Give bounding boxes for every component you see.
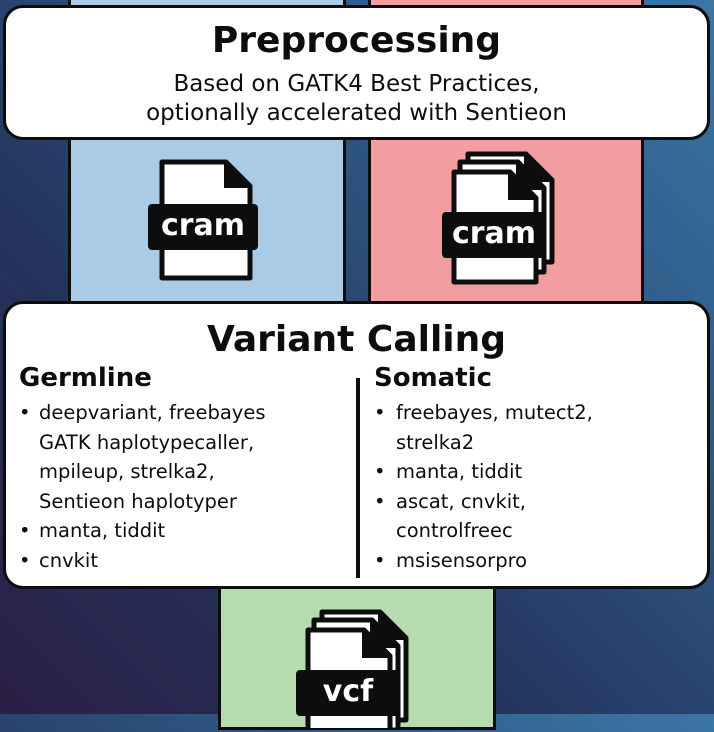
somatic-section: Somatic freebayes, mutect2, strelka2 man… [374, 362, 694, 575]
preprocessing-description: Based on GATK4 Best Practices, optionall… [6, 70, 707, 128]
cram-stack-label: cram [451, 216, 537, 251]
preprocessing-line-2: optionally accelerated with Sentieon [146, 100, 567, 126]
variant-calling-box: Variant Calling Germline deepvariant, fr… [3, 301, 710, 589]
list-item: manta, tiddit [374, 457, 694, 487]
list-item: msisensorpro [374, 546, 694, 576]
germline-heading: Germline [19, 363, 152, 393]
preprocessing-title: Preprocessing [211, 20, 502, 61]
section-divider [356, 378, 360, 578]
stacked-files-icon: cram [440, 150, 566, 290]
vcf-label: vcf [322, 674, 374, 709]
somatic-list: freebayes, mutect2, strelka2 manta, tidd… [374, 398, 694, 575]
list-item: deepvariant, freebayes GATK haplotypecal… [19, 398, 339, 516]
cram-label: cram [160, 208, 246, 243]
list-item: ascat, cnvkit, controlfreec [374, 487, 694, 546]
list-item: cnvkit [19, 546, 339, 576]
list-item: manta, tiddit [19, 516, 339, 546]
preprocessing-box: Preprocessing Based on GATK4 Best Practi… [3, 5, 710, 140]
file-icon: cram [140, 158, 264, 284]
germline-section: Germline deepvariant, freebayes GATK hap… [19, 362, 339, 575]
preprocessing-line-1: Based on GATK4 Best Practices, [173, 71, 540, 97]
germline-list: deepvariant, freebayes GATK haplotypecal… [19, 398, 339, 575]
stacked-files-icon: vcf [294, 608, 420, 732]
somatic-heading: Somatic [374, 363, 492, 393]
variant-calling-title: Variant Calling [206, 319, 507, 360]
list-item: freebayes, mutect2, strelka2 [374, 398, 694, 457]
